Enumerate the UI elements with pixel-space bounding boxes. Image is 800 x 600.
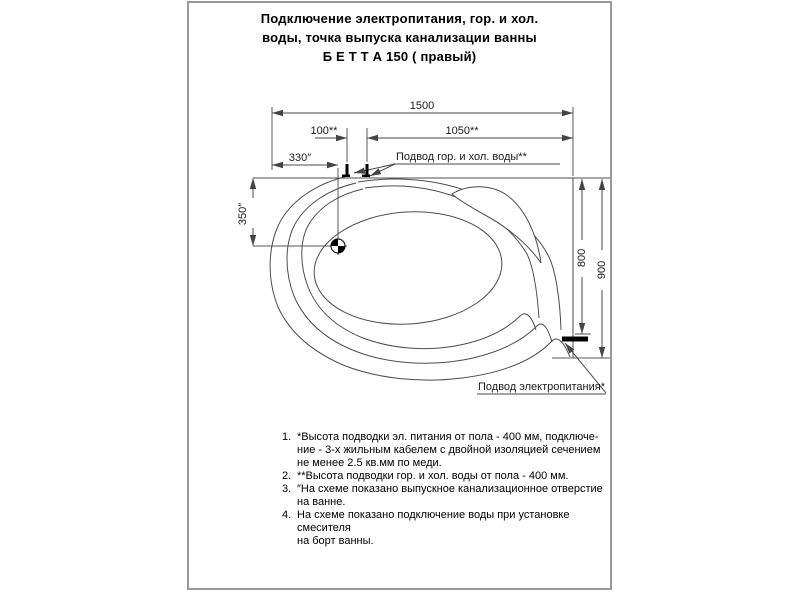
extension-lines (253, 107, 610, 359)
note-4-line-1: На схеме показано подключение воды при у… (297, 509, 570, 534)
note-1: 1. *Высота подводки эл. питания от пола … (282, 431, 617, 470)
title-line-2: воды, точка выпуска канализации ванны (262, 30, 537, 45)
dim-water-spacing: 100** (311, 125, 339, 137)
note-3: 3. ″На схеме показано выпускное канализа… (282, 483, 617, 509)
dim-drain-offset-x: 330″ (289, 152, 311, 164)
leader-water-left (353, 163, 396, 174)
power-mark-icon (562, 336, 588, 342)
drain-symbol (329, 237, 347, 255)
note-1-number: 1. (282, 431, 292, 443)
note-3-line-2: на ванне. (297, 496, 346, 508)
sheet-border (187, 1, 612, 590)
note-2-line-1: **Высота подводки гор. и хол. воды от по… (297, 470, 569, 482)
dimension-lines (249, 109, 607, 395)
note-1-line-3: не менее 2.5 кв.мм по меди. (297, 457, 442, 469)
tub-sweep-outer-right (357, 178, 562, 331)
water-mark-left-icon (345, 164, 349, 177)
water-supply-marks (342, 164, 370, 177)
note-4-line-2: на борт ванны. (297, 535, 374, 547)
note-3-line-1: ″На схеме показано выпускное канализацио… (297, 483, 603, 495)
leader-power (564, 342, 607, 394)
note-2-number: 2. (282, 470, 292, 482)
tub-bowl (313, 211, 503, 325)
title-line-3: Б Е Т Т А 150 ( правый) (322, 49, 477, 64)
notes-block: 1. *Высота подводки эл. питания от пола … (282, 431, 617, 548)
dim-drain-offset-y: 350″ (237, 203, 249, 225)
leader-water-right (369, 163, 396, 177)
dimension-texts: 1500 100** 1050** 330″ 350″ 800 900 Подв… (237, 100, 608, 393)
tub-outer-apron (269, 175, 571, 381)
title-line-1: Подключение электропитания, гор. и хол. (260, 11, 539, 26)
dim-depth-overall: 900 (596, 261, 608, 279)
tub-rim-contour-2 (286, 182, 553, 364)
dim-overall-width: 1500 (410, 100, 434, 112)
water-mark-right-icon (365, 164, 369, 177)
bathtub-outline (253, 175, 610, 381)
note-1-line-2: ние - 3-х жильным кабелем с двойной изол… (297, 444, 601, 456)
water-supply-label: Подвод гор. и хол. воды** (396, 151, 528, 163)
dim-depth-inner: 800 (576, 249, 588, 267)
drawing-title: Подключение электропитания, гор. и хол. … (189, 9, 610, 66)
note-2: 2. **Высота подводки гор. и хол. воды от… (282, 470, 617, 483)
note-1-line-1: *Высота подводки эл. питания от пола - 4… (297, 431, 599, 443)
note-4: 4. На схеме показано подключение воды пр… (282, 509, 617, 548)
note-4-number: 4. (282, 509, 292, 521)
power-supply-label: Подвод электропитания* (478, 381, 606, 393)
tub-headrest-wing (451, 186, 542, 264)
dim-water-to-right: 1050** (445, 125, 479, 137)
note-3-number: 3. (282, 483, 292, 495)
tub-rim-contour-3 (301, 188, 537, 350)
